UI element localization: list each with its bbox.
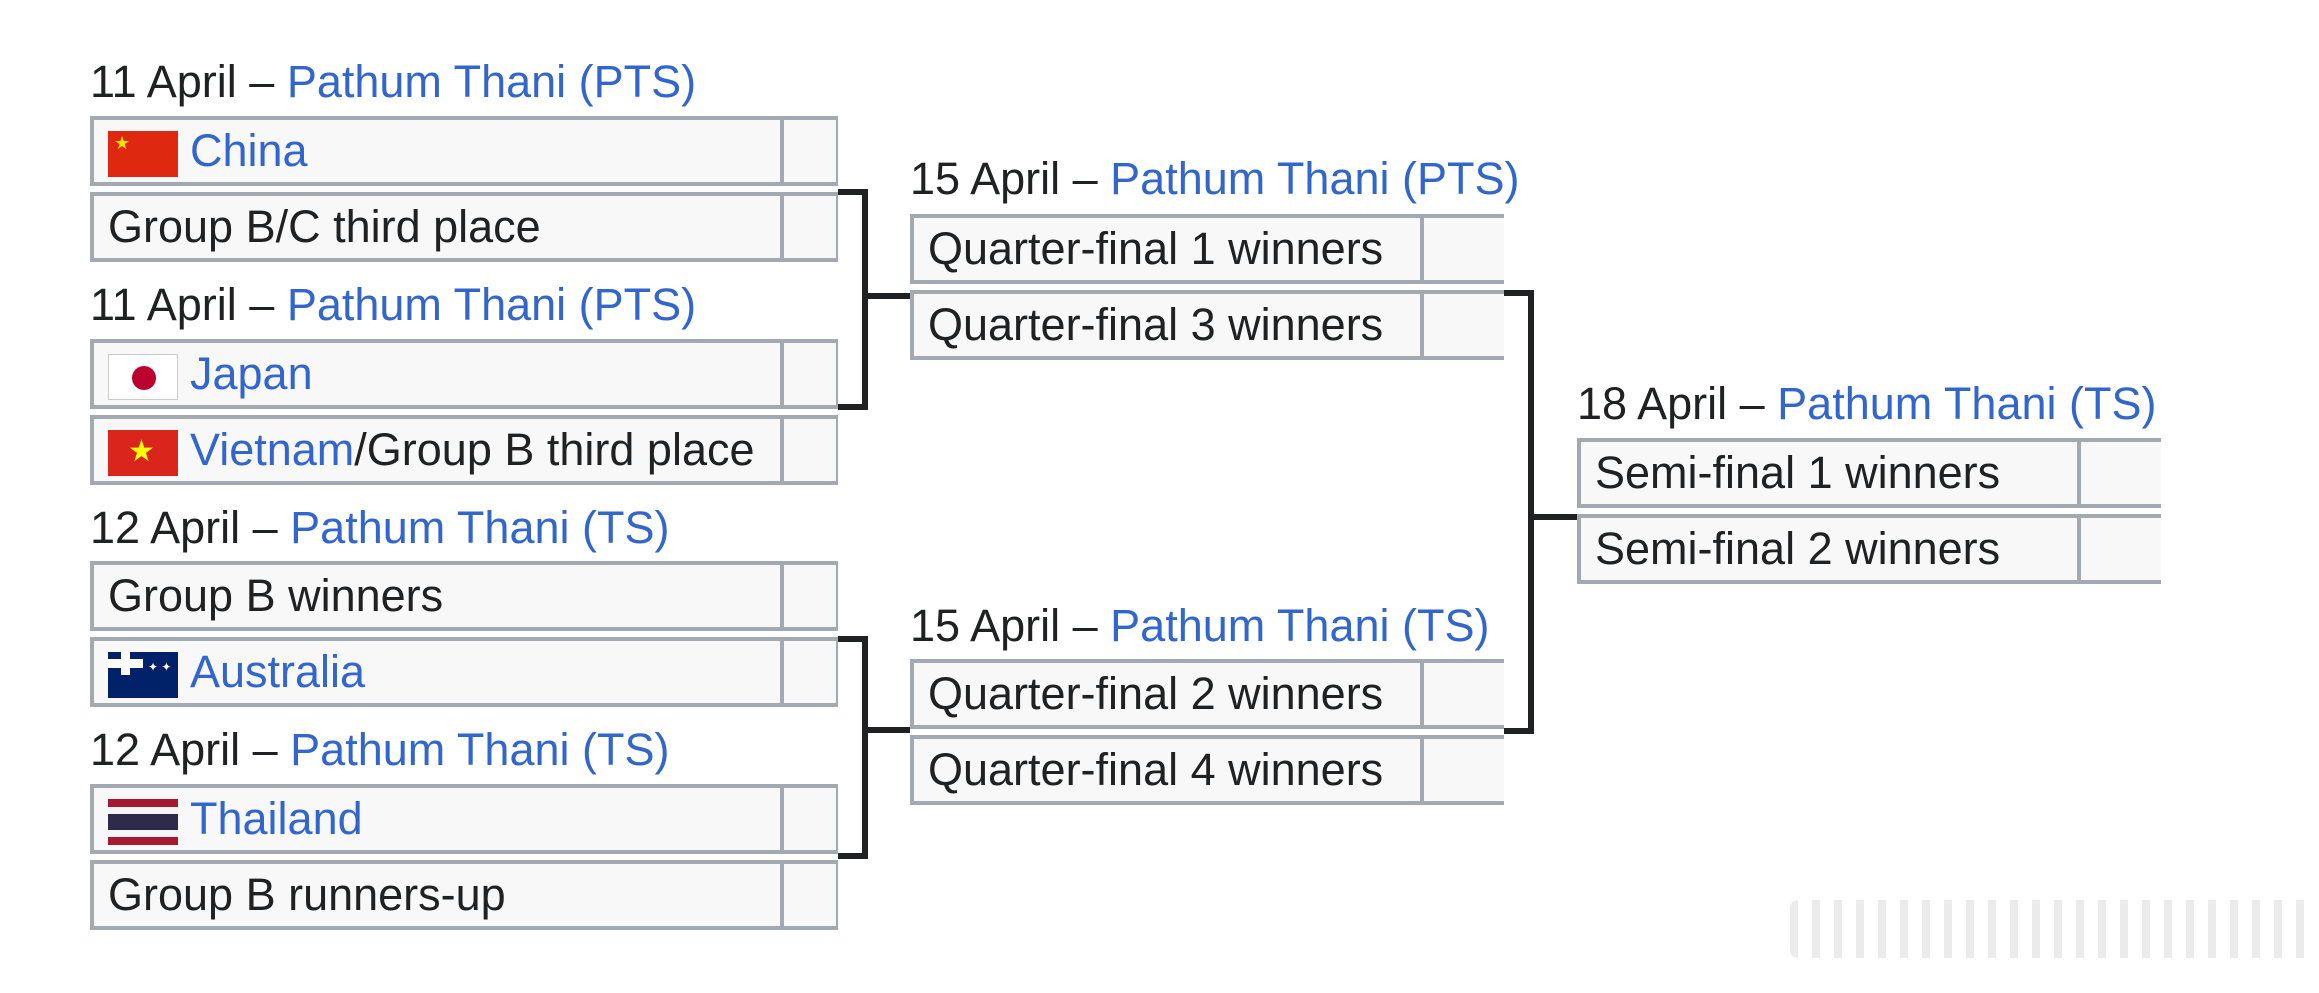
score-cell bbox=[1420, 659, 1504, 729]
match-date: 11 April bbox=[90, 56, 237, 107]
match-date: 12 April bbox=[90, 502, 241, 553]
venue-link[interactable]: Pathum Thani (PTS) bbox=[1110, 153, 1520, 204]
team-name: Quarter-final 3 winners bbox=[928, 299, 1384, 350]
match-date: 15 April bbox=[910, 600, 1061, 651]
heading-separator: – bbox=[1727, 378, 1778, 429]
venue-link[interactable]: Pathum Thani (PTS) bbox=[286, 279, 697, 330]
team-name: Group B runners-up bbox=[108, 869, 506, 920]
team-name: Japan bbox=[108, 343, 313, 405]
team-row: Thailand bbox=[90, 784, 838, 854]
team-row: Group B winners bbox=[90, 561, 838, 631]
score-cell bbox=[780, 561, 836, 631]
score-cell bbox=[780, 116, 836, 186]
team-row: Quarter-final 1 winners bbox=[910, 214, 1504, 284]
match-heading-final: 18 April – Pathum Thani (TS) bbox=[1577, 374, 2156, 434]
score-cell bbox=[780, 637, 836, 707]
bracket-connector bbox=[1504, 290, 1534, 734]
team-row: Quarter-final 4 winners bbox=[910, 735, 1504, 805]
team-row: Semi-final 1 winners bbox=[1577, 438, 2161, 508]
team-name: Quarter-final 2 winners bbox=[928, 668, 1384, 719]
team-link-thailand[interactable]: Thailand bbox=[190, 793, 363, 844]
team-name: Group B/C third place bbox=[108, 201, 541, 252]
team-name: Semi-final 2 winners bbox=[1595, 523, 2001, 574]
score-cell bbox=[780, 784, 836, 854]
team-row: China bbox=[90, 116, 838, 186]
venue-link[interactable]: Pathum Thani (PTS) bbox=[286, 56, 697, 107]
team-row: Quarter-final 2 winners bbox=[910, 659, 1504, 729]
team-name-suffix: /Group B third place bbox=[354, 424, 755, 475]
score-cell bbox=[2077, 438, 2161, 508]
venue-link[interactable]: Pathum Thani (TS) bbox=[290, 724, 670, 775]
score-cell bbox=[780, 192, 836, 262]
team-name: China bbox=[108, 120, 308, 182]
match-heading-qf2: 11 April – Pathum Thani (PTS) bbox=[90, 275, 696, 335]
heading-separator: – bbox=[1060, 600, 1111, 651]
score-cell bbox=[1420, 214, 1504, 284]
match-date: 12 April bbox=[90, 724, 241, 775]
team-name: Vietnam/Group B third place bbox=[108, 419, 755, 481]
bracket-connector-stub bbox=[1528, 514, 1577, 520]
score-cell bbox=[1420, 735, 1504, 805]
team-name: Group B winners bbox=[108, 570, 444, 621]
bracket-connector-stub bbox=[862, 727, 910, 733]
team-name: Quarter-final 1 winners bbox=[928, 223, 1384, 274]
watermark bbox=[1790, 900, 2310, 958]
team-name: Australia bbox=[108, 641, 365, 703]
team-link-australia[interactable]: Australia bbox=[190, 646, 366, 697]
match-date: 18 April bbox=[1577, 378, 1728, 429]
match-date: 15 April bbox=[910, 153, 1061, 204]
bracket-connector bbox=[838, 189, 868, 410]
china-flag-icon bbox=[108, 131, 178, 178]
heading-separator: – bbox=[1060, 153, 1111, 204]
venue-link[interactable]: Pathum Thani (TS) bbox=[290, 502, 670, 553]
team-name: Semi-final 1 winners bbox=[1595, 447, 2001, 498]
team-row: Quarter-final 3 winners bbox=[910, 290, 1504, 360]
team-link-vietnam[interactable]: Vietnam bbox=[190, 424, 355, 475]
venue-link[interactable]: Pathum Thani (TS) bbox=[1777, 378, 2157, 429]
australia-flag-icon bbox=[108, 652, 178, 699]
team-row: Semi-final 2 winners bbox=[1577, 514, 2161, 584]
team-name: Quarter-final 4 winners bbox=[928, 744, 1384, 795]
score-cell bbox=[1420, 290, 1504, 360]
heading-separator: – bbox=[240, 724, 291, 775]
team-row: Group B/C third place bbox=[90, 192, 838, 262]
japan-flag-icon bbox=[108, 354, 178, 401]
match-heading-qf4: 12 April – Pathum Thani (TS) bbox=[90, 720, 669, 780]
team-row: Vietnam/Group B third place bbox=[90, 415, 838, 485]
venue-link[interactable]: Pathum Thani (TS) bbox=[1110, 600, 1490, 651]
team-row: Australia bbox=[90, 637, 838, 707]
team-link-japan[interactable]: Japan bbox=[190, 348, 313, 399]
score-cell bbox=[2077, 514, 2161, 584]
score-cell bbox=[780, 339, 836, 409]
heading-separator: – bbox=[240, 502, 291, 553]
team-row: Japan bbox=[90, 339, 838, 409]
score-cell bbox=[780, 415, 836, 485]
bracket-connector bbox=[838, 636, 868, 859]
match-heading-qf1: 11 April – Pathum Thani (PTS) bbox=[90, 52, 696, 112]
match-date: 11 April bbox=[90, 279, 237, 330]
thailand-flag-icon bbox=[108, 799, 178, 846]
heading-separator: – bbox=[236, 279, 287, 330]
match-heading-sf2: 15 April – Pathum Thani (TS) bbox=[910, 596, 1489, 656]
heading-separator: – bbox=[236, 56, 287, 107]
team-link-china[interactable]: China bbox=[190, 125, 308, 176]
score-cell bbox=[780, 860, 836, 930]
match-heading-sf1: 15 April – Pathum Thani (PTS) bbox=[910, 149, 1520, 209]
team-row: Group B runners-up bbox=[90, 860, 838, 930]
bracket-connector-stub bbox=[862, 293, 910, 299]
match-heading-qf3: 12 April – Pathum Thani (TS) bbox=[90, 498, 669, 558]
vietnam-flag-icon bbox=[108, 430, 178, 477]
team-name: Thailand bbox=[108, 788, 363, 850]
